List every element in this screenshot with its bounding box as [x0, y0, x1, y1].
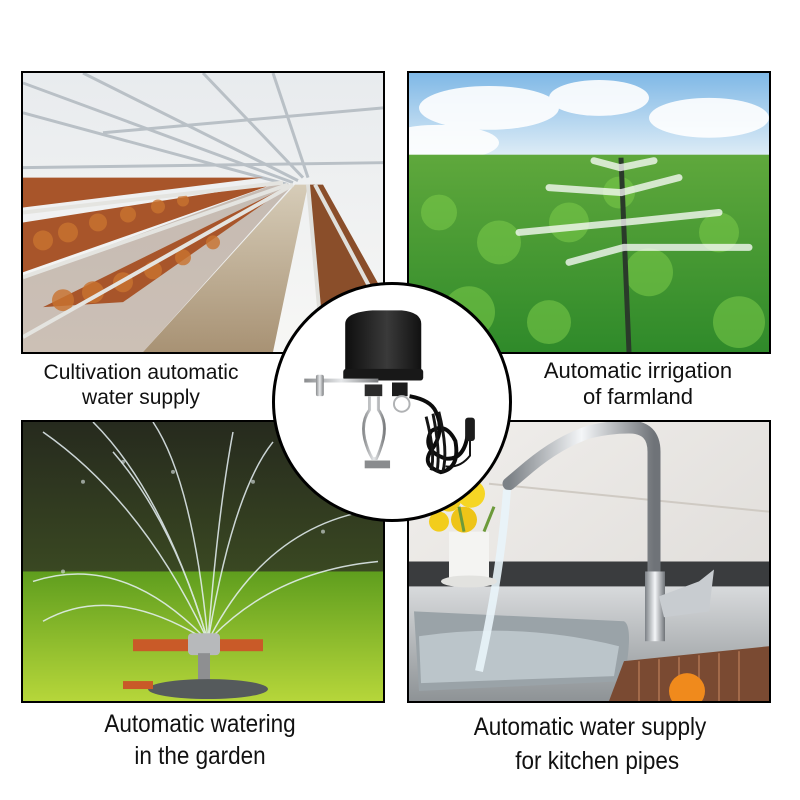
- caption-line: Automatic water supply: [473, 713, 707, 741]
- caption-line: Cultivation automatic: [43, 361, 239, 384]
- caption-farmland-irrigation: Automatic irrigation of farmland: [520, 358, 756, 411]
- caption-line: water supply: [82, 386, 200, 410]
- caption-line: Automatic irrigation: [543, 358, 733, 383]
- caption-line: in the garden: [134, 742, 266, 770]
- caption-line: of farmland: [582, 384, 694, 410]
- caption-poultry-farm: Cultivation automatic water supply: [21, 360, 261, 410]
- caption-line: for kitchen pipes: [515, 747, 680, 775]
- caption-kitchen-pipes: Automatic water supply for kitchen pipes: [446, 710, 734, 778]
- valve-controller-icon: [304, 310, 475, 475]
- caption-line: Automatic watering: [104, 710, 296, 738]
- panel-farmland-irrigation: [407, 71, 771, 354]
- farmland-irrigation-image: [409, 73, 769, 352]
- caption-garden-watering: Automatic watering in the garden: [56, 708, 344, 772]
- product-circle: [272, 282, 512, 522]
